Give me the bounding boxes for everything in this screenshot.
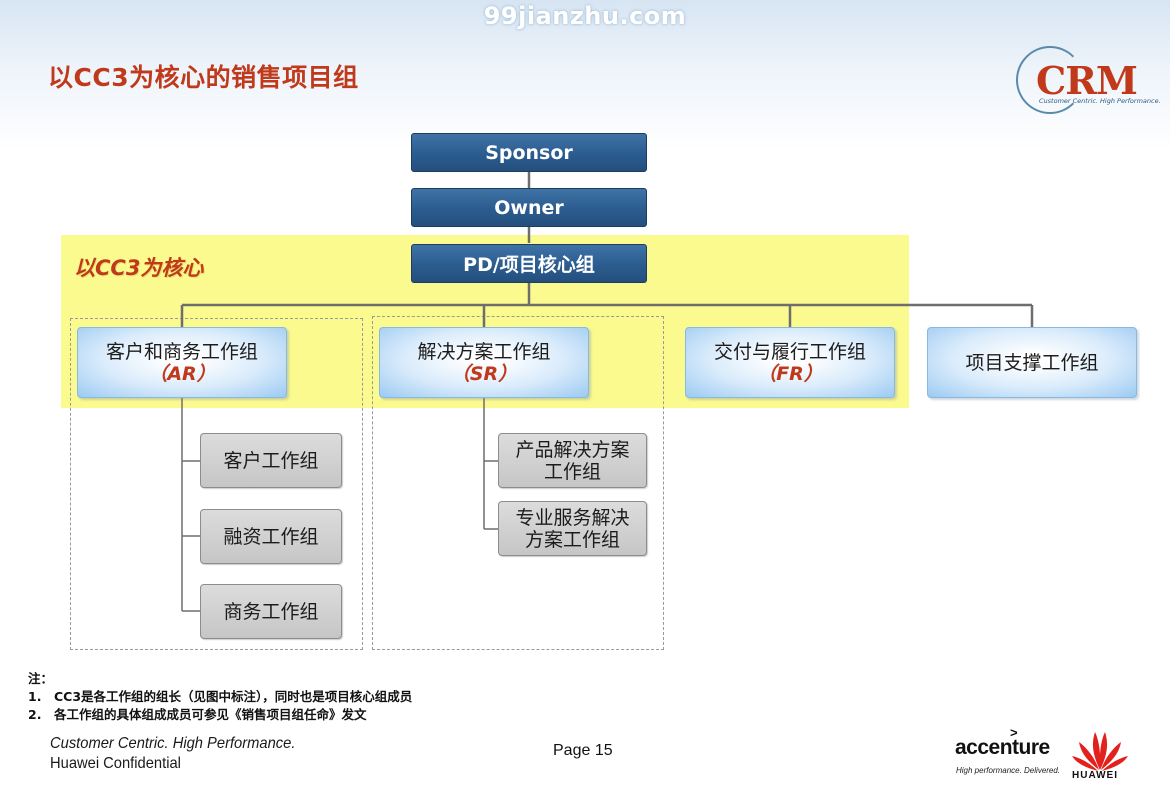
notes-heading: 注： <box>28 671 54 686</box>
crm-logo-icon <box>1016 46 1084 114</box>
pd-core-group-label: PD/项目核心组 <box>463 254 595 276</box>
owner-label: Owner <box>494 196 564 219</box>
subgroup-label-line1: 专业服务解决 <box>515 506 630 529</box>
huawei-logo-text: HUAWEI <box>1072 770 1118 781</box>
group-name: 解决方案工作组 <box>417 340 551 363</box>
crm-logo-tagline: Customer Centric. High Performance. <box>1039 97 1161 105</box>
owner-box: Owner <box>411 188 647 227</box>
subgroup-label: 融资工作组 <box>223 525 319 548</box>
sr-group-box: 解决方案工作组 （SR） <box>379 327 589 398</box>
footer-branding: Customer Centric. High Performance. Huaw… <box>50 734 295 774</box>
service-solution-subgroup-box: 专业服务解决 方案工作组 <box>498 501 647 556</box>
accenture-tagline: High performance. Delivered. <box>956 766 1061 775</box>
ar-dashed-area <box>70 318 363 650</box>
subgroup-label: 客户工作组 <box>223 449 319 472</box>
footer-tagline: Customer Centric. High Performance. <box>50 735 296 752</box>
pd-core-group-box: PD/项目核心组 <box>411 244 647 283</box>
accenture-logo-text: accenture <box>955 736 1050 759</box>
note-text: CC3是各工作组的组长（见图中标注），同时也是项目核心组成员 <box>54 689 413 704</box>
group-name: 客户和商务工作组 <box>105 340 258 363</box>
product-solution-subgroup-box: 产品解决方案 工作组 <box>498 433 647 488</box>
page-number: Page 15 <box>553 742 613 759</box>
subgroup-label-line2: 方案工作组 <box>524 528 620 551</box>
business-subgroup-box: 商务工作组 <box>200 584 342 639</box>
note-text: 各工作组的具体组成成员可参见《销售项目组任命》发文 <box>54 707 367 722</box>
sr-dashed-area <box>372 316 664 650</box>
ar-group-box: 客户和商务工作组 （AR） <box>77 327 287 398</box>
note-item: 1. CC3是各工作组的组长（见图中标注），同时也是项目核心组成员 <box>28 688 412 706</box>
subgroup-label: 商务工作组 <box>223 600 319 623</box>
watermark: 99jianzhu.com <box>483 2 687 30</box>
huawei-logo-icon <box>1072 732 1128 771</box>
group-code: （FR） <box>757 362 823 385</box>
group-name: 项目支撑工作组 <box>965 351 1099 374</box>
note-number: 1. <box>28 689 42 704</box>
subgroup-label-line2: 工作组 <box>543 460 601 483</box>
crm-logo-text: CRM <box>1036 58 1138 103</box>
group-name: 交付与履行工作组 <box>713 340 866 363</box>
footer-confidential: Huawei Confidential <box>50 755 181 772</box>
notes: 注： 1. CC3是各工作组的组长（见图中标注），同时也是项目核心组成员 2. 各工… <box>28 670 412 724</box>
sponsor-label: Sponsor <box>485 141 573 164</box>
group-code: （AR） <box>148 362 216 385</box>
fr-group-box: 交付与履行工作组 （FR） <box>685 327 895 398</box>
subgroup-label-line1: 产品解决方案 <box>515 438 630 461</box>
support-group-box: 项目支撑工作组 <box>927 327 1137 398</box>
finance-subgroup-box: 融资工作组 <box>200 509 342 564</box>
accenture-logo-icon: > <box>1010 725 1018 740</box>
sponsor-box: Sponsor <box>411 133 647 172</box>
page-title: 以CC3为核心的销售项目组 <box>48 63 359 92</box>
group-code: （SR） <box>450 362 518 385</box>
note-number: 2. <box>28 707 42 722</box>
cc3-core-label: 以CC3为核心 <box>74 256 204 280</box>
customer-subgroup-box: 客户工作组 <box>200 433 342 488</box>
note-item: 2. 各工作组的具体组成成员可参见《销售项目组任命》发文 <box>28 706 412 724</box>
